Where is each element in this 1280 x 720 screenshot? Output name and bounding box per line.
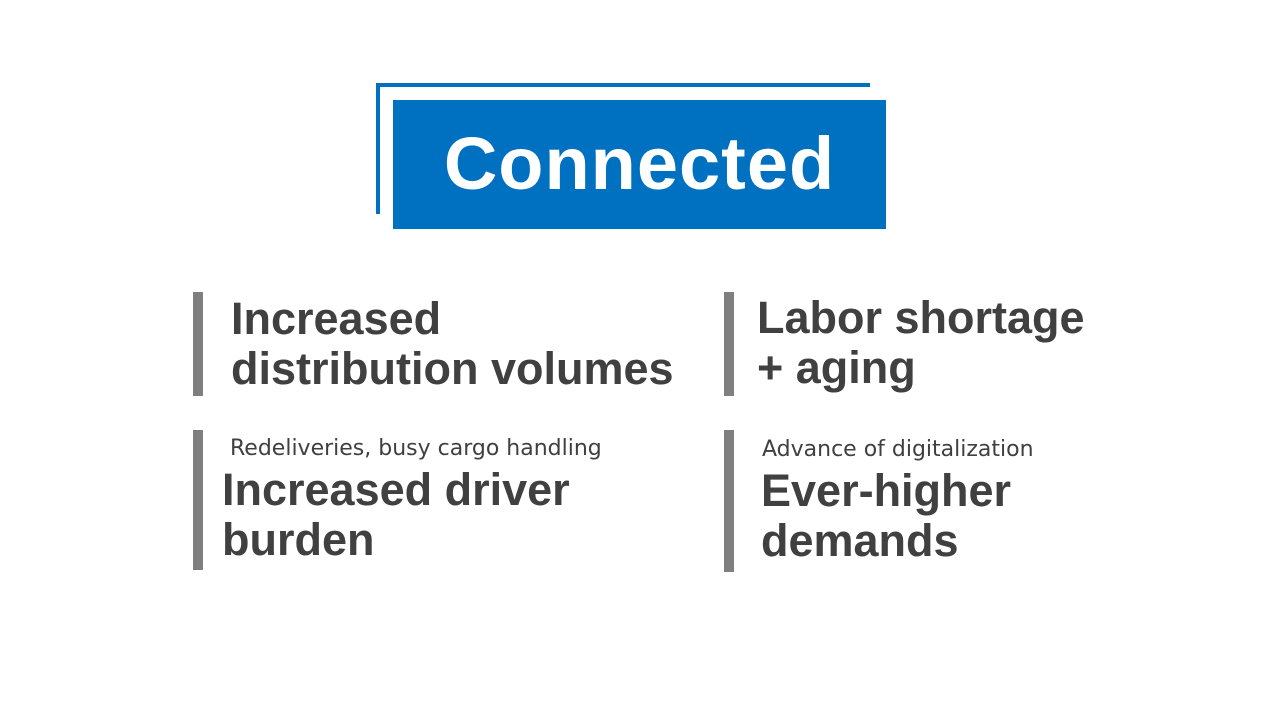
item-bar (724, 430, 734, 572)
item-headline-line: demands (761, 515, 959, 566)
title-box: Connected (393, 100, 886, 229)
item-headline: Labor shortage + aging (757, 293, 1085, 393)
item-caption: Redeliveries, busy cargo handling (230, 436, 602, 461)
item-headline-line: Ever-higher (761, 465, 1012, 516)
item-headline-line: Increased driver (222, 464, 570, 515)
item-caption: Advance of digitalization (762, 437, 1034, 462)
item-headline-line: distribution volumes (231, 343, 674, 394)
item-headline: Increased distribution volumes (231, 294, 674, 394)
item-headline: Ever-higher demands (761, 466, 1011, 566)
title-frame-decoration (376, 83, 870, 214)
item-bar (193, 292, 203, 396)
item-headline-line: Increased (231, 293, 442, 344)
item-headline-line: Labor shortage (757, 292, 1085, 343)
item-headline-line: + aging (757, 342, 916, 393)
item-bar (193, 430, 203, 570)
item-headline-line: burden (222, 514, 375, 565)
title: Connected (443, 121, 836, 205)
item-headline: Increased driver burden (222, 465, 570, 565)
item-bar (724, 292, 734, 396)
